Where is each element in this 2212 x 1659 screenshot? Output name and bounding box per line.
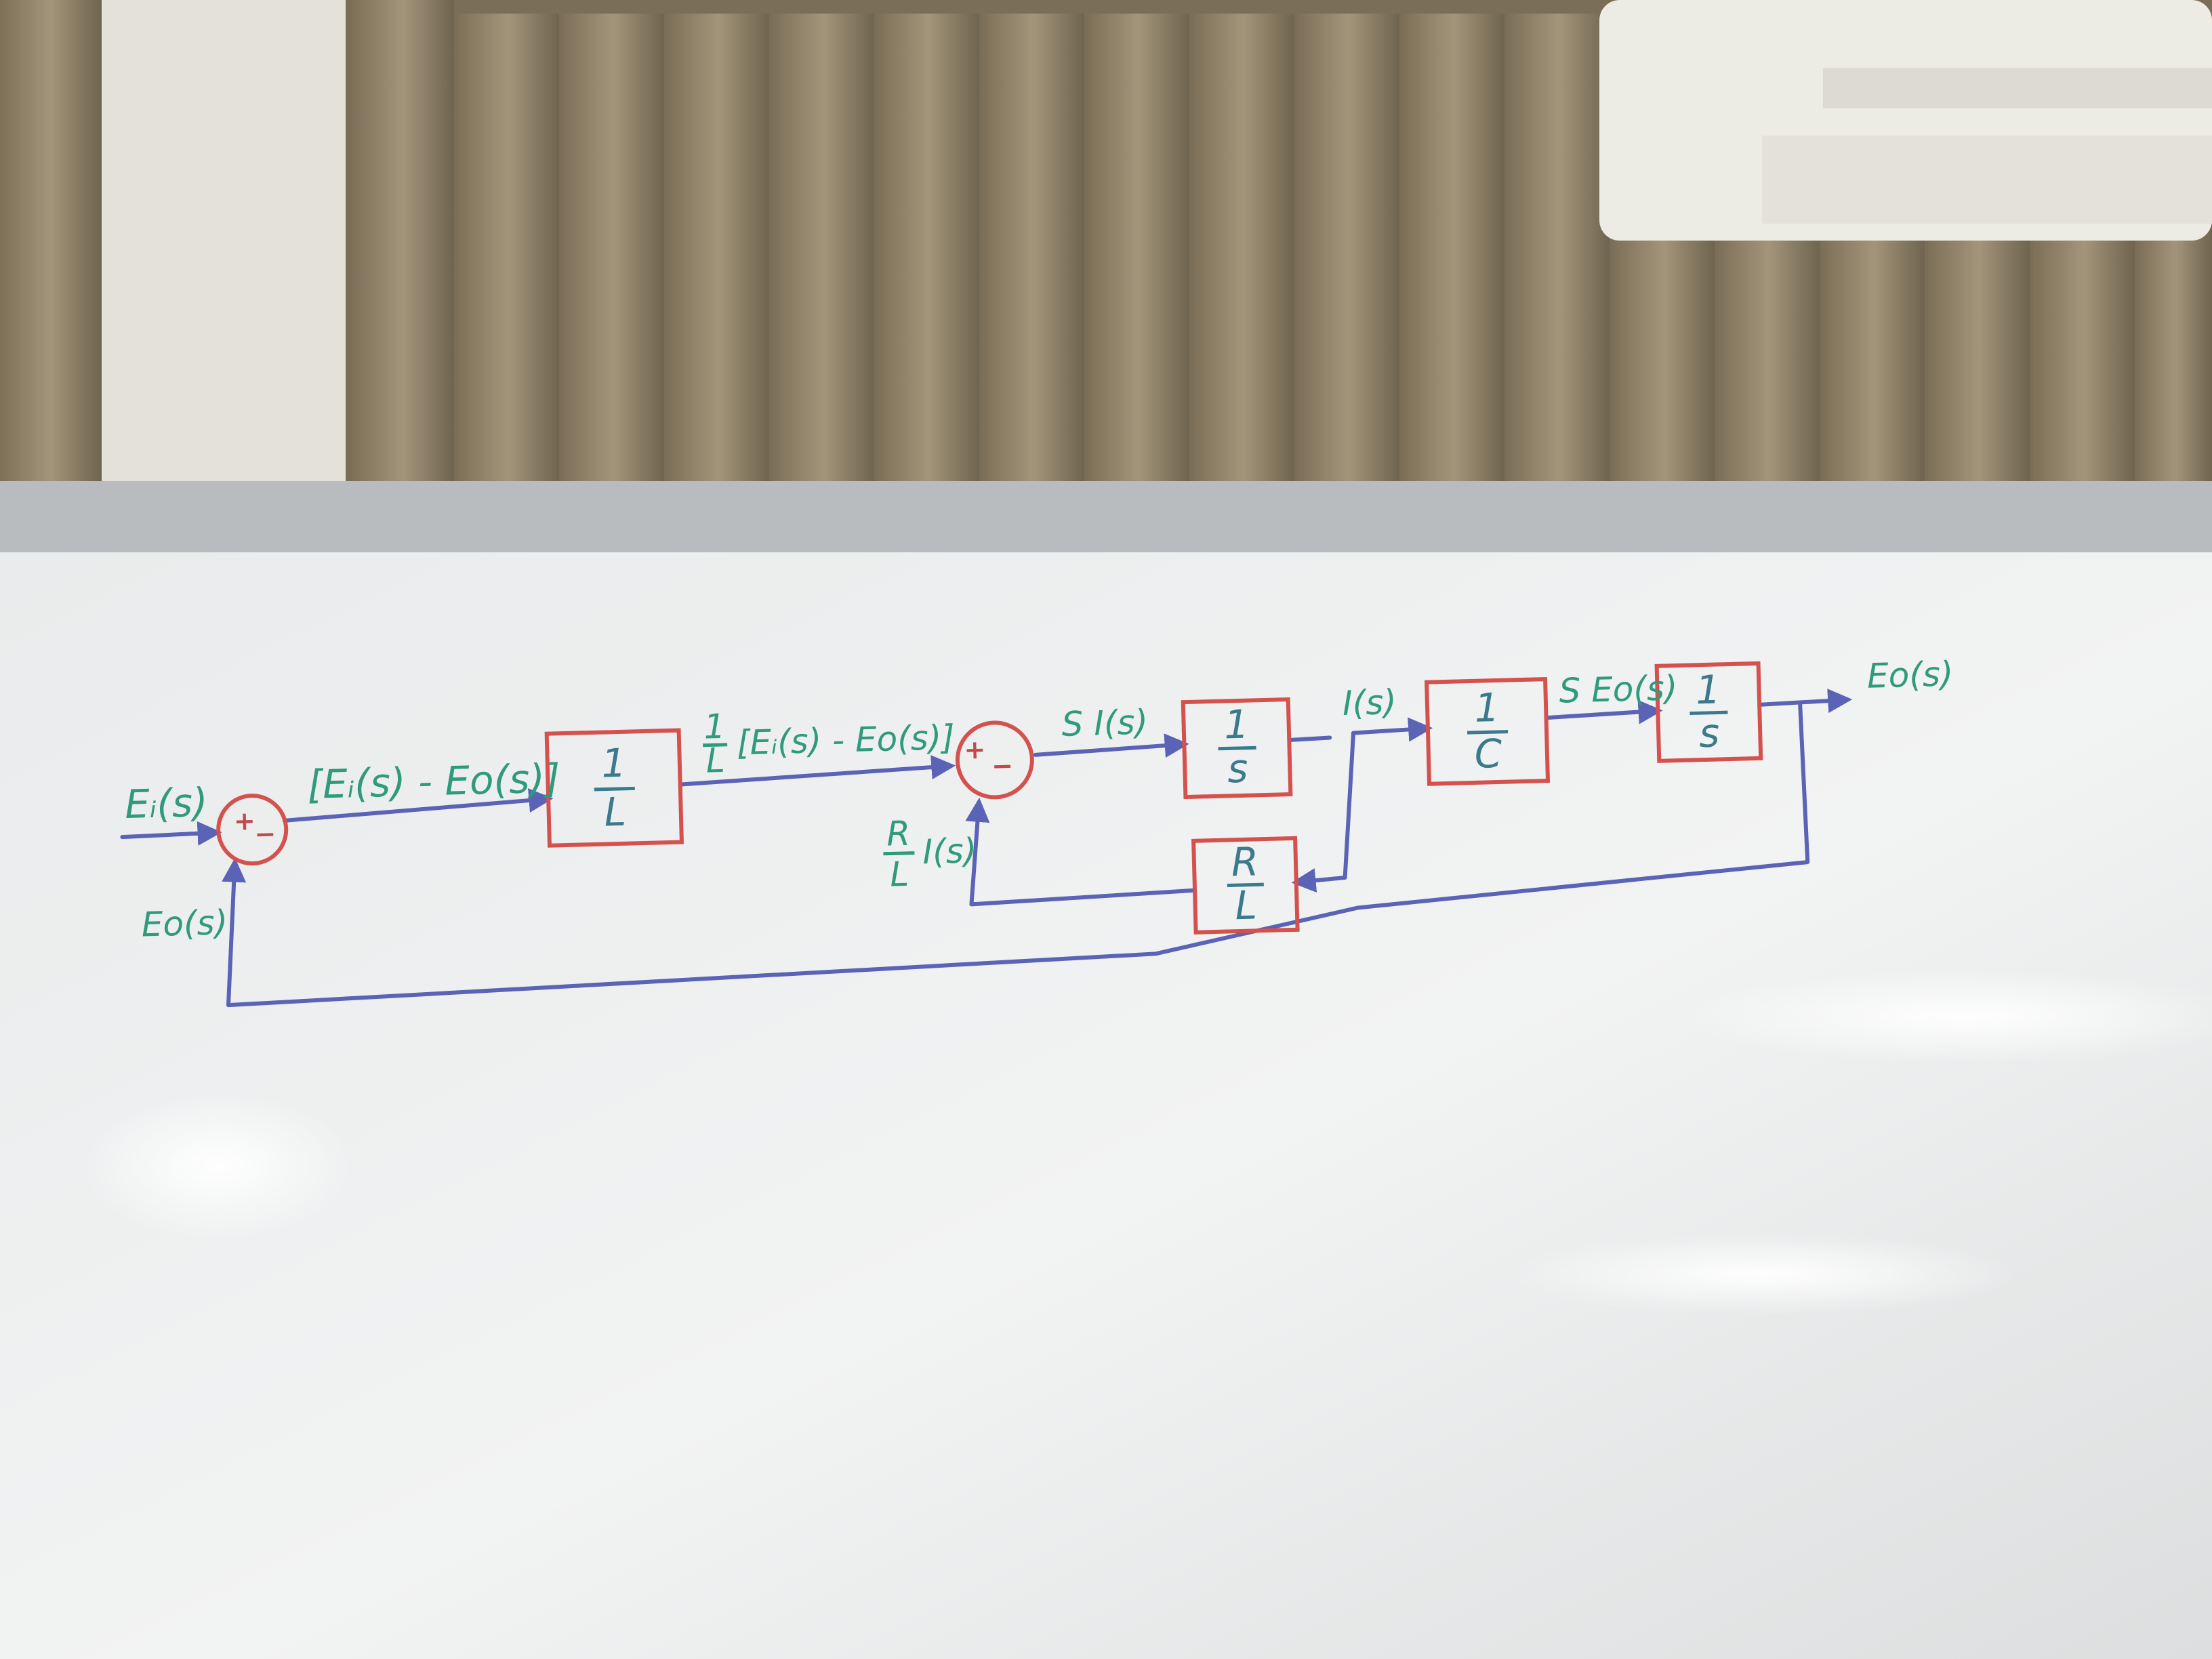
rl-feedback-label: R L I(s): [883, 814, 977, 895]
block-diagram: + − + − 1 L 1 s 1 C: [120, 654, 1954, 1008]
scaled-error-frac-den: L: [705, 741, 725, 781]
sum2-minus-sign: −: [991, 751, 1014, 781]
summing-junction-2: + −: [955, 720, 1034, 800]
sum2-plus-sign: +: [964, 735, 986, 765]
scaled-error-label: 1 L [Eᵢ(s) - Eo(s)]: [703, 707, 955, 781]
block-r-over-l-num: R: [1231, 838, 1259, 885]
sum1-plus-sign: +: [233, 806, 255, 836]
whiteboard: [0, 481, 2212, 1659]
scaled-error-line: [678, 755, 956, 787]
output-signal-label: Eo(s): [1866, 654, 1954, 695]
inner-feedback-to-sum2: [965, 797, 1197, 907]
sum1-minus-sign: −: [254, 819, 276, 849]
block-inverse-c-den: C: [1474, 731, 1503, 777]
error-signal-line: [282, 788, 554, 823]
inner-feedback-to-rl: [1291, 731, 1356, 893]
error-signal-label: [Eᵢ(s) - Eo(s)]: [307, 755, 561, 808]
block-integrator-1-num: 1: [1223, 701, 1250, 748]
output-signal-line: [1757, 689, 1853, 714]
summing-junction-1: + −: [216, 794, 289, 866]
input-signal-line: [120, 821, 222, 846]
se-signal-line: [1544, 699, 1663, 724]
rl-feedback-var: I(s): [922, 831, 977, 872]
i-signal-line-b: [1351, 717, 1433, 742]
block-inverse-l-den: L: [604, 789, 627, 836]
block-integrator-2-num: 1: [1695, 666, 1721, 713]
i-signal-label: I(s): [1342, 682, 1397, 723]
outer-feedback-label: Eo(s): [141, 903, 228, 944]
block-integrator-2-den: s: [1698, 710, 1720, 756]
block-inverse-l-num: 1: [600, 740, 627, 787]
block-integrator-1-den: s: [1227, 745, 1248, 792]
scaled-error-expr: [Eᵢ(s) - Eo(s)]: [736, 718, 955, 762]
block-r-over-l-den: L: [1235, 882, 1258, 928]
rl-feedback-den: L: [890, 855, 909, 895]
si-signal-label: S I(s): [1061, 703, 1149, 744]
rl-feedback-num: R: [886, 814, 911, 854]
block-inverse-c: 1 C: [1425, 677, 1551, 786]
block-integrator-2: 1 s: [1654, 661, 1763, 763]
block-inverse-l: 1 L: [544, 728, 684, 848]
block-integrator-1: 1 s: [1181, 697, 1293, 800]
input-signal-label: Eᵢ(s): [124, 779, 208, 827]
si-signal-line: [1033, 733, 1189, 758]
block-r-over-l: R L: [1191, 836, 1300, 935]
se-signal-label: S Eo(s): [1559, 668, 1678, 711]
scaled-error-frac-num: 1: [703, 707, 726, 747]
i-signal-line-a: [1287, 735, 1332, 743]
air-conditioner: [1599, 0, 2212, 241]
block-inverse-c-num: 1: [1474, 684, 1500, 731]
